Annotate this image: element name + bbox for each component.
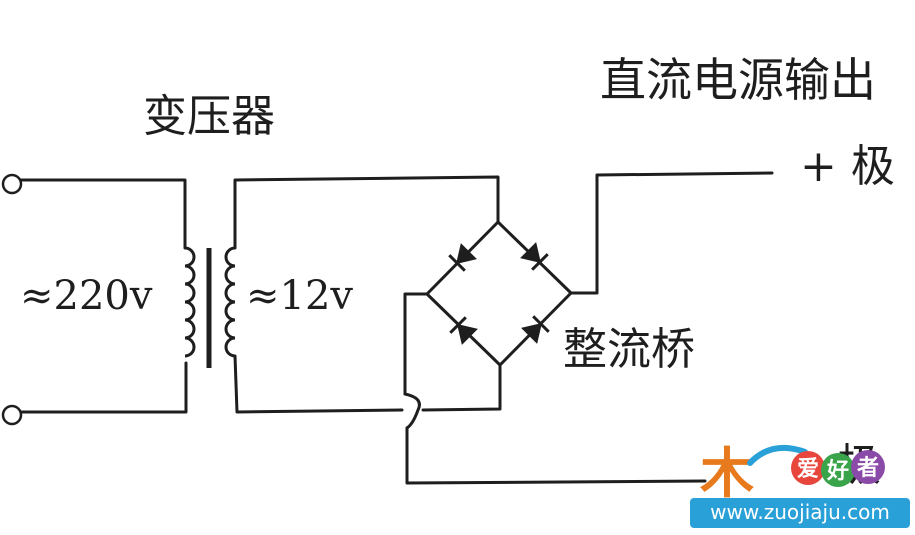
- primary-coil: [184, 246, 196, 358]
- watermark-char-3: 者: [856, 456, 879, 481]
- secondary-wire-bottom-left: [233, 354, 404, 414]
- transformer-label: 变压器: [143, 91, 275, 142]
- input-terminal-bottom: [1, 404, 23, 426]
- input-voltage-label: ≈220v: [20, 273, 153, 319]
- watermark-circle-2-icon: [821, 453, 855, 487]
- diode-lower-right: [521, 315, 550, 344]
- primary-wire-bottom: [19, 361, 188, 414]
- positive-terminal-label: + 极: [800, 141, 895, 192]
- watermark-char-2: 好: [826, 458, 849, 484]
- negative-output-wire: [405, 426, 707, 485]
- watermark-url-bar: [690, 498, 910, 528]
- diode-upper-left: [448, 243, 477, 272]
- negative-wire-vertical-top: [403, 292, 429, 396]
- watermark-swoosh-icon: [747, 444, 808, 466]
- output-voltage-label: ≈12v: [246, 273, 353, 319]
- bridge-diamond: [425, 220, 573, 367]
- watermark-char-1: 爱: [797, 457, 819, 482]
- watermark-circle-3-icon: [851, 450, 885, 484]
- dc-output-label: 直流电源输出: [600, 53, 876, 107]
- primary-wire-top: [19, 178, 187, 250]
- diode-lower-left: [449, 316, 478, 345]
- input-terminal-top: [1, 173, 23, 195]
- watermark-url: www.zuojiaju.com: [710, 500, 890, 524]
- watermark-glyph: 木: [700, 442, 754, 505]
- secondary-wire-top: [233, 175, 500, 250]
- secondary-wire-bottom-right: [421, 363, 502, 412]
- diode-upper-right: [520, 242, 549, 271]
- wire-crossover-hop: [403, 392, 421, 430]
- watermark-circle-1-icon: [791, 451, 825, 485]
- watermark-logo: 木 爱 好 者 www.zuojiaju.com: [690, 442, 910, 528]
- secondary-coil: [224, 246, 236, 358]
- bridge-label: 整流桥: [563, 324, 695, 375]
- positive-output-wire: [569, 171, 774, 295]
